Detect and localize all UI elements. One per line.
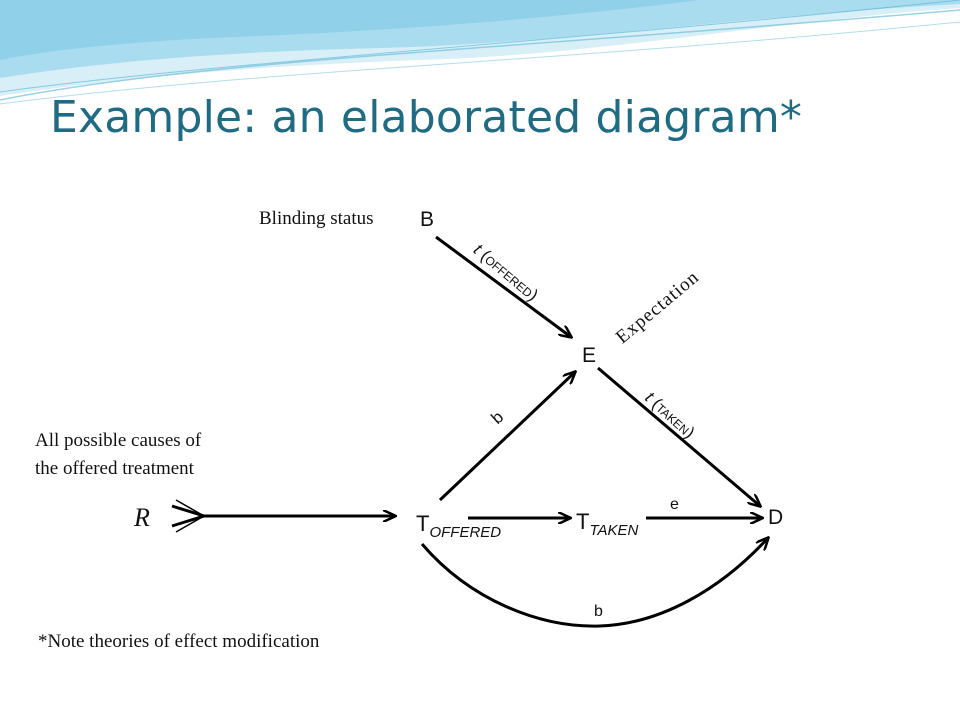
edge-toffered-to-d-curve: [420, 538, 768, 628]
footnote: *Note theories of effect modification: [38, 631, 320, 652]
node-b: B: [420, 208, 435, 231]
node-r: R: [134, 503, 150, 532]
header-wave-decoration: [0, 0, 960, 105]
wave-line-3: [0, 0, 960, 93]
slide-title: Example: an elaborated diagram*: [50, 92, 803, 143]
node-t-offered: TOFFERED: [416, 511, 501, 541]
edge-label-e: e: [670, 496, 679, 513]
r-chevron-outer-icon: [175, 499, 206, 533]
node-t-taken-main: T: [576, 509, 590, 534]
node-e: E: [582, 344, 597, 367]
blinding-status-label: Blinding status: [259, 208, 374, 229]
node-d: D: [768, 506, 784, 529]
edge-e-to-d: [597, 366, 760, 506]
causes-label-line1: All possible causes of: [35, 430, 202, 451]
wave-line-2: [0, 21, 960, 105]
causes-label-line2: the offered treatment: [35, 458, 194, 479]
edge-b-to-e: [435, 235, 571, 337]
wave-dark: [0, 0, 700, 60]
node-t-offered-main: T: [416, 511, 430, 536]
wave-line-1: [0, 9, 960, 101]
node-t-taken: TTAKEN: [576, 509, 638, 539]
edge-label-b-lower: b: [594, 603, 603, 620]
edge-toffered-to-e: [438, 372, 575, 502]
node-t-taken-sub: TAKEN: [589, 522, 639, 539]
r-chevron-icon: [171, 504, 210, 528]
node-t-offered-sub: OFFERED: [429, 524, 502, 541]
